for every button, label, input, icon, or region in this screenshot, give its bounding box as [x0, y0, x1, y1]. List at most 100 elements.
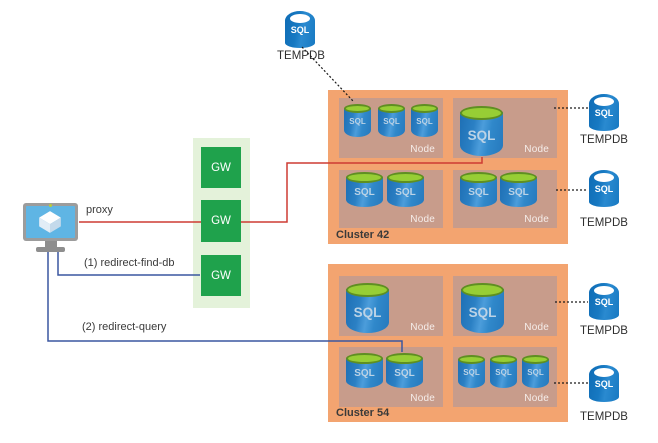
gateway-label: GW	[211, 161, 231, 174]
sql-database-icon: SQL	[346, 172, 383, 207]
db-sql-label: SQL	[394, 368, 415, 379]
tempdb-icon: SQL	[589, 170, 619, 207]
sql-database-icon: SQL	[490, 355, 517, 388]
sql-database-icon: SQL	[346, 353, 383, 388]
tempdb-icon: SQL	[589, 283, 619, 320]
cluster-42-node-2: SQL Node	[453, 98, 557, 158]
db-sql-label: SQL	[594, 297, 614, 307]
db-cap	[490, 355, 517, 364]
db-sql-label: SQL	[508, 187, 529, 198]
tempdb-icon: SQL	[285, 11, 315, 48]
cluster-42-node-4: SQL SQL Node	[453, 170, 557, 228]
db-cap	[344, 104, 371, 113]
db-cap	[387, 172, 424, 183]
sql-database-icon: SQL	[387, 172, 424, 207]
db-sql-label: SQL	[354, 187, 375, 198]
db-sql-label: SQL	[463, 368, 480, 377]
db-cap	[460, 106, 503, 120]
db-sql-label: SQL	[594, 379, 614, 389]
sql-database-icon: SQL	[460, 106, 503, 156]
sql-database-icon: SQL	[458, 355, 485, 388]
sql-database-icon: SQL	[461, 283, 504, 333]
db-cap	[458, 355, 485, 364]
gateway-box-2: GW	[201, 200, 241, 242]
cluster-name-label: Cluster 42	[336, 229, 390, 241]
gateway-label: GW	[211, 269, 231, 282]
db-cap	[460, 172, 497, 183]
db-cap	[378, 104, 405, 113]
db-cap	[346, 283, 389, 297]
gateway-box-3: GW	[201, 255, 241, 296]
sql-database-icon: SQL	[386, 353, 423, 388]
gateway-box-1: GW	[201, 147, 241, 188]
db-sql-label: SQL	[468, 305, 497, 320]
cluster-54: SQL Node SQL Node SQL SQL Node SQL SQL S…	[328, 264, 568, 422]
db-cap	[594, 368, 614, 377]
db-cap	[461, 283, 504, 297]
monitor-stand-neck	[45, 241, 57, 248]
cluster-54-node-2: SQL Node	[453, 276, 557, 336]
db-cap	[594, 97, 614, 106]
node-label: Node	[524, 144, 549, 155]
cluster-42: SQL SQL SQL Node SQL Node SQL SQL Node S…	[328, 90, 568, 244]
tempdb-label: TEMPDB	[580, 411, 628, 423]
sql-database-icon: SQL	[346, 283, 389, 333]
node-label: Node	[410, 214, 435, 225]
db-cap	[290, 14, 310, 23]
cluster-name-label: Cluster 54	[336, 407, 390, 419]
db-sql-label: SQL	[594, 108, 614, 118]
gateway-label: GW	[211, 215, 231, 227]
node-label: Node	[524, 322, 549, 333]
db-sql-label: SQL	[290, 25, 310, 35]
db-cap	[386, 353, 423, 364]
monitor-screen	[26, 206, 75, 238]
db-sql-label: SQL	[349, 117, 366, 126]
db-cap	[522, 355, 549, 364]
cluster-42-node-3: SQL SQL Node	[339, 170, 443, 228]
db-sql-label: SQL	[468, 187, 489, 198]
db-sql-label: SQL	[495, 368, 512, 377]
tempdb-label: TEMPDB	[580, 134, 628, 146]
node-label: Node	[524, 393, 549, 404]
db-cap	[411, 104, 438, 113]
db-sql-label: SQL	[594, 184, 614, 194]
db-sql-label: SQL	[353, 305, 382, 320]
tempdb-icon: SQL	[589, 365, 619, 402]
db-sql-label: SQL	[395, 187, 416, 198]
cluster-54-node-3: SQL SQL Node	[339, 347, 443, 407]
tempdb-label: TEMPDB	[580, 325, 628, 337]
cluster-54-node-4: SQL SQL SQL Node	[453, 347, 557, 407]
db-cap	[500, 172, 537, 183]
tempdb-label: TEMPDB	[277, 50, 325, 62]
db-cap	[594, 286, 614, 295]
db-sql-label: SQL	[383, 117, 400, 126]
cluster-42-node-1: SQL SQL SQL Node	[339, 98, 443, 158]
cube-icon	[39, 211, 61, 233]
db-sql-label: SQL	[527, 368, 544, 377]
sql-database-icon: SQL	[344, 104, 371, 137]
monitor-stand-base	[36, 247, 65, 252]
db-sql-label: SQL	[354, 368, 375, 379]
sql-database-icon: SQL	[460, 172, 497, 207]
tempdb-label: TEMPDB	[580, 217, 628, 229]
cluster-54-node-1: SQL Node	[339, 276, 443, 336]
sql-database-icon: SQL	[378, 104, 405, 137]
node-label: Node	[410, 144, 435, 155]
tempdb-icon: SQL	[589, 94, 619, 131]
node-label: Node	[410, 322, 435, 333]
db-cap	[346, 172, 383, 183]
proxy-label: proxy	[86, 204, 113, 216]
camera-dot	[49, 204, 52, 207]
node-label: Node	[410, 393, 435, 404]
sql-database-icon: SQL	[411, 104, 438, 137]
monitor-frame	[23, 203, 78, 241]
db-cap	[594, 173, 614, 182]
db-sql-label: SQL	[416, 117, 433, 126]
node-label: Node	[524, 214, 549, 225]
sql-database-icon: SQL	[500, 172, 537, 207]
redirect-find-db-label: (1) redirect-find-db	[84, 257, 175, 269]
db-sql-label: SQL	[467, 128, 496, 143]
redirect-query-label: (2) redirect-query	[82, 321, 167, 333]
sql-database-icon: SQL	[522, 355, 549, 388]
